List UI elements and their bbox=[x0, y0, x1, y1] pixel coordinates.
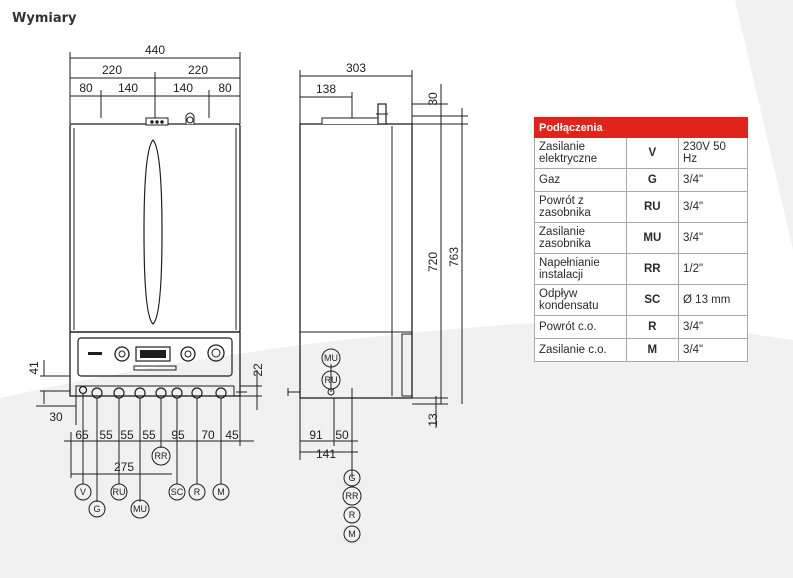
table-row: Powrót c.o. R 3/4" bbox=[534, 315, 748, 339]
row-value: 1/2" bbox=[678, 253, 748, 285]
side-view bbox=[287, 70, 468, 478]
row-name: Zasilanie elektryczne bbox=[534, 137, 627, 169]
row-value: Ø 13 mm bbox=[678, 284, 748, 316]
row-name: Odpływ kondensatu bbox=[534, 284, 627, 316]
dim-depth-303: 303 bbox=[346, 61, 366, 75]
side-connector-r: R bbox=[349, 510, 356, 520]
dim-95: 95 bbox=[171, 428, 185, 442]
control-panel bbox=[77, 337, 233, 377]
connections-table: Podłączenia Zasilanie elektryczne V 230V… bbox=[534, 117, 748, 362]
side-connector-ru: RU bbox=[325, 375, 338, 385]
side-view-connectors bbox=[321, 348, 362, 543]
table-row: Zasilanie c.o. M 3/4" bbox=[534, 338, 748, 362]
side-connector-rr: RR bbox=[346, 491, 359, 501]
front-view-connector-labels: V G RU MU RR SC R M bbox=[80, 451, 225, 514]
connector-rr: RR bbox=[155, 451, 168, 461]
row-name: Powrót c.o. bbox=[534, 315, 627, 339]
connector-v: V bbox=[80, 487, 86, 497]
row-value: 3/4" bbox=[678, 315, 748, 339]
dim-140-left: 140 bbox=[118, 81, 138, 95]
dim-720: 720 bbox=[426, 252, 440, 272]
boiler-front-body bbox=[69, 123, 241, 333]
dim-55-a: 55 bbox=[99, 428, 113, 442]
row-code: MU bbox=[625, 222, 680, 254]
dim-275: 275 bbox=[114, 460, 134, 474]
dim-55-c: 55 bbox=[142, 428, 156, 442]
row-value: 3/4" bbox=[678, 338, 748, 362]
row-name: Powrót z zasobnika bbox=[534, 191, 627, 223]
side-view-connector-labels: MU RU G RR R M bbox=[324, 353, 359, 539]
table-row: Zasilanie elektryczne V 230V 50 Hz bbox=[534, 137, 748, 169]
row-value: 3/4" bbox=[678, 168, 748, 192]
connector-r: R bbox=[194, 487, 201, 497]
row-code: RR bbox=[625, 253, 680, 285]
dim-22: 22 bbox=[251, 363, 265, 377]
boiler-side-body bbox=[299, 123, 413, 399]
dim-width-440: 440 bbox=[145, 43, 165, 57]
dim-138: 138 bbox=[316, 82, 336, 96]
dim-41: 41 bbox=[27, 361, 41, 375]
connector-ru: RU bbox=[113, 487, 126, 497]
dim-141: 141 bbox=[316, 447, 336, 461]
row-code: M bbox=[625, 338, 680, 362]
row-code: G bbox=[625, 168, 680, 192]
dim-220-left: 220 bbox=[102, 63, 122, 77]
page-title: Wymiary bbox=[12, 11, 77, 26]
table-row: Odpływ kondensatu SC Ø 13 mm bbox=[534, 284, 748, 316]
front-view bbox=[36, 52, 262, 502]
row-name: Zasilanie c.o. bbox=[534, 338, 627, 362]
dim-45: 45 bbox=[225, 428, 239, 442]
dim-65: 65 bbox=[75, 428, 89, 442]
front-view-connectors bbox=[74, 446, 230, 519]
row-value: 230V 50 Hz bbox=[678, 137, 748, 169]
dim-80-right: 80 bbox=[218, 81, 232, 95]
side-connector-mu: MU bbox=[324, 353, 338, 363]
row-value: 3/4" bbox=[678, 191, 748, 223]
dim-91: 91 bbox=[309, 428, 323, 442]
connector-g: G bbox=[93, 504, 100, 514]
row-code: V bbox=[625, 137, 680, 169]
dim-763: 763 bbox=[447, 247, 461, 267]
row-name: Gaz bbox=[534, 168, 627, 192]
dim-140-right: 140 bbox=[173, 81, 193, 95]
row-name: Napełnianie instalacji bbox=[534, 253, 627, 285]
connector-m: M bbox=[217, 487, 225, 497]
dim-50: 50 bbox=[335, 428, 349, 442]
connector-sc: SC bbox=[171, 487, 184, 497]
dim-70: 70 bbox=[201, 428, 215, 442]
side-connector-g: G bbox=[348, 473, 355, 483]
row-value: 3/4" bbox=[678, 222, 748, 254]
table-header: Podłączenia bbox=[534, 117, 748, 138]
dim-13: 13 bbox=[426, 413, 440, 427]
row-code: SC bbox=[625, 284, 680, 316]
dim-30: 30 bbox=[49, 410, 63, 424]
table-row: Zasilanie zasobnika MU 3/4" bbox=[534, 222, 748, 254]
row-name: Zasilanie zasobnika bbox=[534, 222, 627, 254]
front-view-dimensions: 440 220 220 80 140 140 80 41 30 22 65 55… bbox=[27, 43, 265, 474]
row-code: RU bbox=[625, 191, 680, 223]
side-view-dimensions: 303 138 30 720 763 13 91 50 141 bbox=[309, 61, 461, 461]
connector-mu: MU bbox=[133, 504, 147, 514]
dim-side-30: 30 bbox=[426, 92, 440, 106]
table-row: Gaz G 3/4" bbox=[534, 168, 748, 192]
dim-55-b: 55 bbox=[120, 428, 134, 442]
side-connector-m: M bbox=[348, 529, 356, 539]
table-row: Powrót z zasobnika RU 3/4" bbox=[534, 191, 748, 223]
row-code: R bbox=[625, 315, 680, 339]
dim-220-right: 220 bbox=[188, 63, 208, 77]
dim-80-left: 80 bbox=[79, 81, 93, 95]
table-row: Napełnianie instalacji RR 1/2" bbox=[534, 253, 748, 285]
